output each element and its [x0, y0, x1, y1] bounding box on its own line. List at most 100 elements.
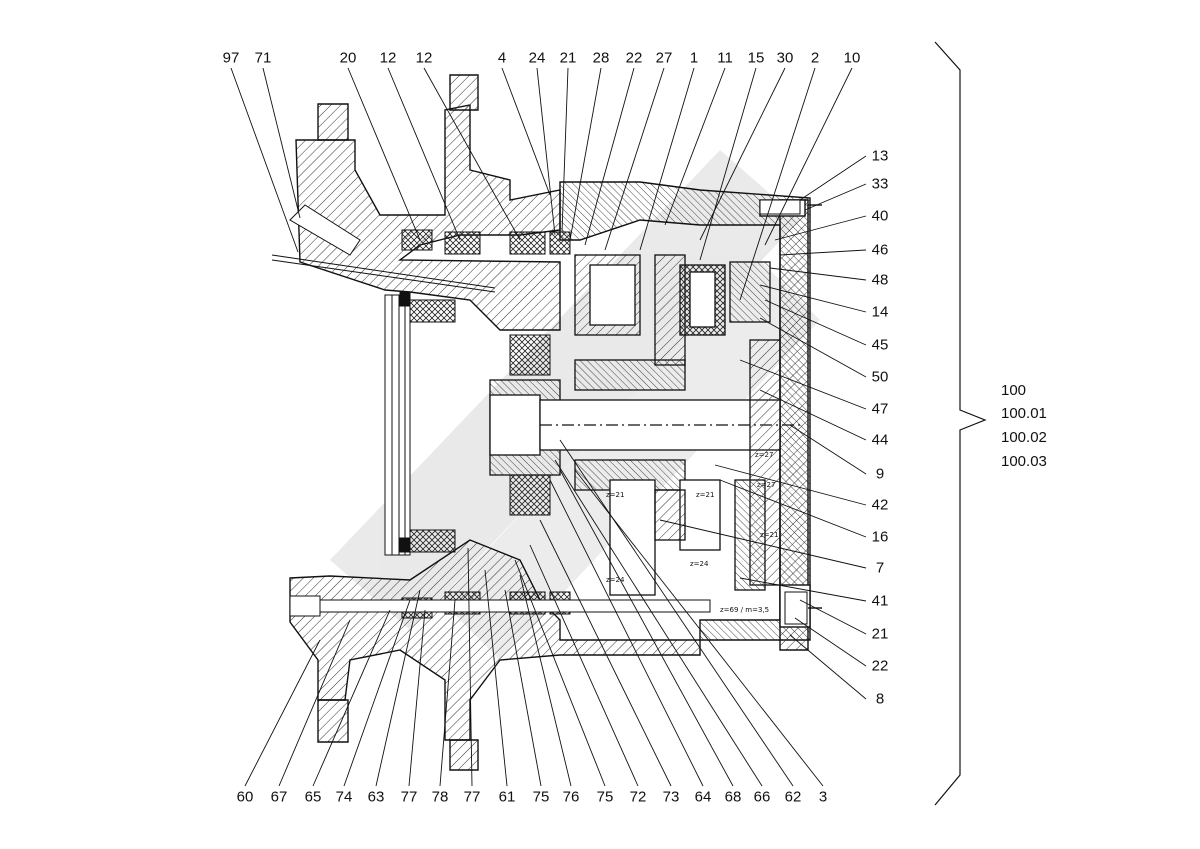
part-number-label: 20	[339, 49, 357, 67]
part-number-label: 15	[747, 49, 765, 67]
part-number-label: 67	[270, 788, 288, 806]
part-number-label: 9	[875, 465, 885, 483]
leader-line	[584, 67, 635, 246]
leader-line	[759, 389, 867, 441]
leader-line	[559, 469, 734, 787]
leader-line	[569, 67, 602, 241]
leader-line	[714, 464, 867, 506]
leader-line	[759, 317, 867, 378]
gear-annotations: z=21 z=21 z=27 z=27 z=24 z=21 z=24 z=69 …	[606, 451, 778, 614]
assembly-bracket	[934, 41, 987, 806]
leader-line	[794, 617, 867, 667]
part-number-label: 66	[753, 788, 771, 806]
assembly-number: 100.03	[1001, 453, 1047, 470]
leader-line	[504, 589, 542, 787]
assembly-number: 100	[1001, 382, 1027, 399]
leader-line	[739, 359, 867, 410]
leader-line	[230, 67, 299, 253]
leader-line	[719, 479, 867, 538]
assembly-number: 100.02	[1001, 429, 1047, 446]
leader-line	[764, 67, 853, 246]
part-number-label: 40	[871, 207, 889, 225]
part-number-label: 48	[871, 271, 889, 289]
leader-line	[519, 574, 572, 787]
part-number-label: 7	[875, 559, 885, 577]
leader-line	[347, 67, 421, 241]
part-number-label: 12	[415, 49, 433, 67]
part-number-label: 21	[871, 625, 889, 643]
part-number-label: 2	[810, 49, 820, 67]
gear-z-label: z=24	[606, 576, 625, 584]
leader-line	[804, 183, 867, 211]
leader-line	[262, 67, 301, 219]
leader-line	[549, 479, 704, 787]
part-number-label: 41	[871, 592, 889, 610]
leader-line	[699, 67, 786, 241]
leader-line	[789, 424, 867, 475]
part-number-label: 16	[871, 528, 889, 546]
gear-z-label: z=69 / m=3,5	[720, 606, 769, 614]
hub-housing	[289, 74, 701, 771]
part-number-label: 61	[498, 788, 516, 806]
part-number-label: 44	[871, 431, 889, 449]
leader-line	[244, 639, 321, 787]
leader-line	[559, 439, 794, 787]
part-number-label: 68	[724, 788, 742, 806]
leader-line	[278, 619, 351, 787]
part-number-label: 10	[843, 49, 861, 67]
part-number-label: 71	[254, 49, 272, 67]
leader-line	[343, 599, 411, 787]
part-number-label: 33	[871, 175, 889, 193]
leader-line	[536, 67, 556, 236]
assembly-number: 100.01	[1001, 405, 1047, 422]
part-number-label: 30	[776, 49, 794, 67]
leader-line	[514, 559, 606, 787]
part-number-label: 74	[335, 788, 353, 806]
part-number-label: 11	[717, 49, 733, 67]
part-number-label: 21	[559, 49, 577, 67]
part-number-label: 78	[431, 788, 449, 806]
leader-line	[769, 267, 867, 281]
part-number-label: 42	[871, 496, 889, 514]
part-number-label: 27	[655, 49, 673, 67]
part-number-label: 45	[871, 336, 889, 354]
gear-z-label: z=27	[757, 481, 775, 489]
gear-z-label: z=21	[606, 491, 624, 499]
leader-line	[375, 589, 421, 787]
leader-line	[774, 215, 867, 241]
leader-line	[764, 299, 867, 346]
leader-line	[699, 67, 757, 261]
part-number-label: 73	[662, 788, 680, 806]
leader-line	[739, 67, 816, 301]
leader-line	[529, 544, 639, 787]
gear-z-label: z=24	[690, 560, 709, 568]
part-number-label: 60	[236, 788, 254, 806]
part-number-label: 77	[400, 788, 418, 806]
leader-line	[312, 609, 391, 787]
part-number-label: 97	[222, 49, 240, 67]
part-number-label: 1	[689, 49, 699, 67]
part-number-label: 62	[784, 788, 802, 806]
leader-line	[554, 459, 763, 787]
part-number-label: 76	[562, 788, 580, 806]
leader-line	[467, 547, 473, 787]
part-number-label: 75	[532, 788, 550, 806]
part-number-label: 63	[367, 788, 385, 806]
gear-z-label: z=21	[760, 531, 778, 539]
part-number-label: 13	[871, 147, 889, 165]
part-number-label: 22	[871, 657, 889, 675]
part-number-label: 8	[875, 690, 885, 708]
leader-line	[639, 67, 695, 251]
part-number-label: 77	[463, 788, 481, 806]
part-number-label: 64	[694, 788, 712, 806]
leader-line	[659, 519, 867, 569]
part-number-label: 24	[528, 49, 546, 67]
part-number-label: 28	[592, 49, 610, 67]
part-number-label: 72	[629, 788, 647, 806]
leader-line	[561, 67, 569, 233]
part-number-label: 12	[379, 49, 397, 67]
leader-line	[799, 155, 867, 201]
part-number-label: 14	[871, 303, 889, 321]
leader-line	[423, 67, 521, 241]
